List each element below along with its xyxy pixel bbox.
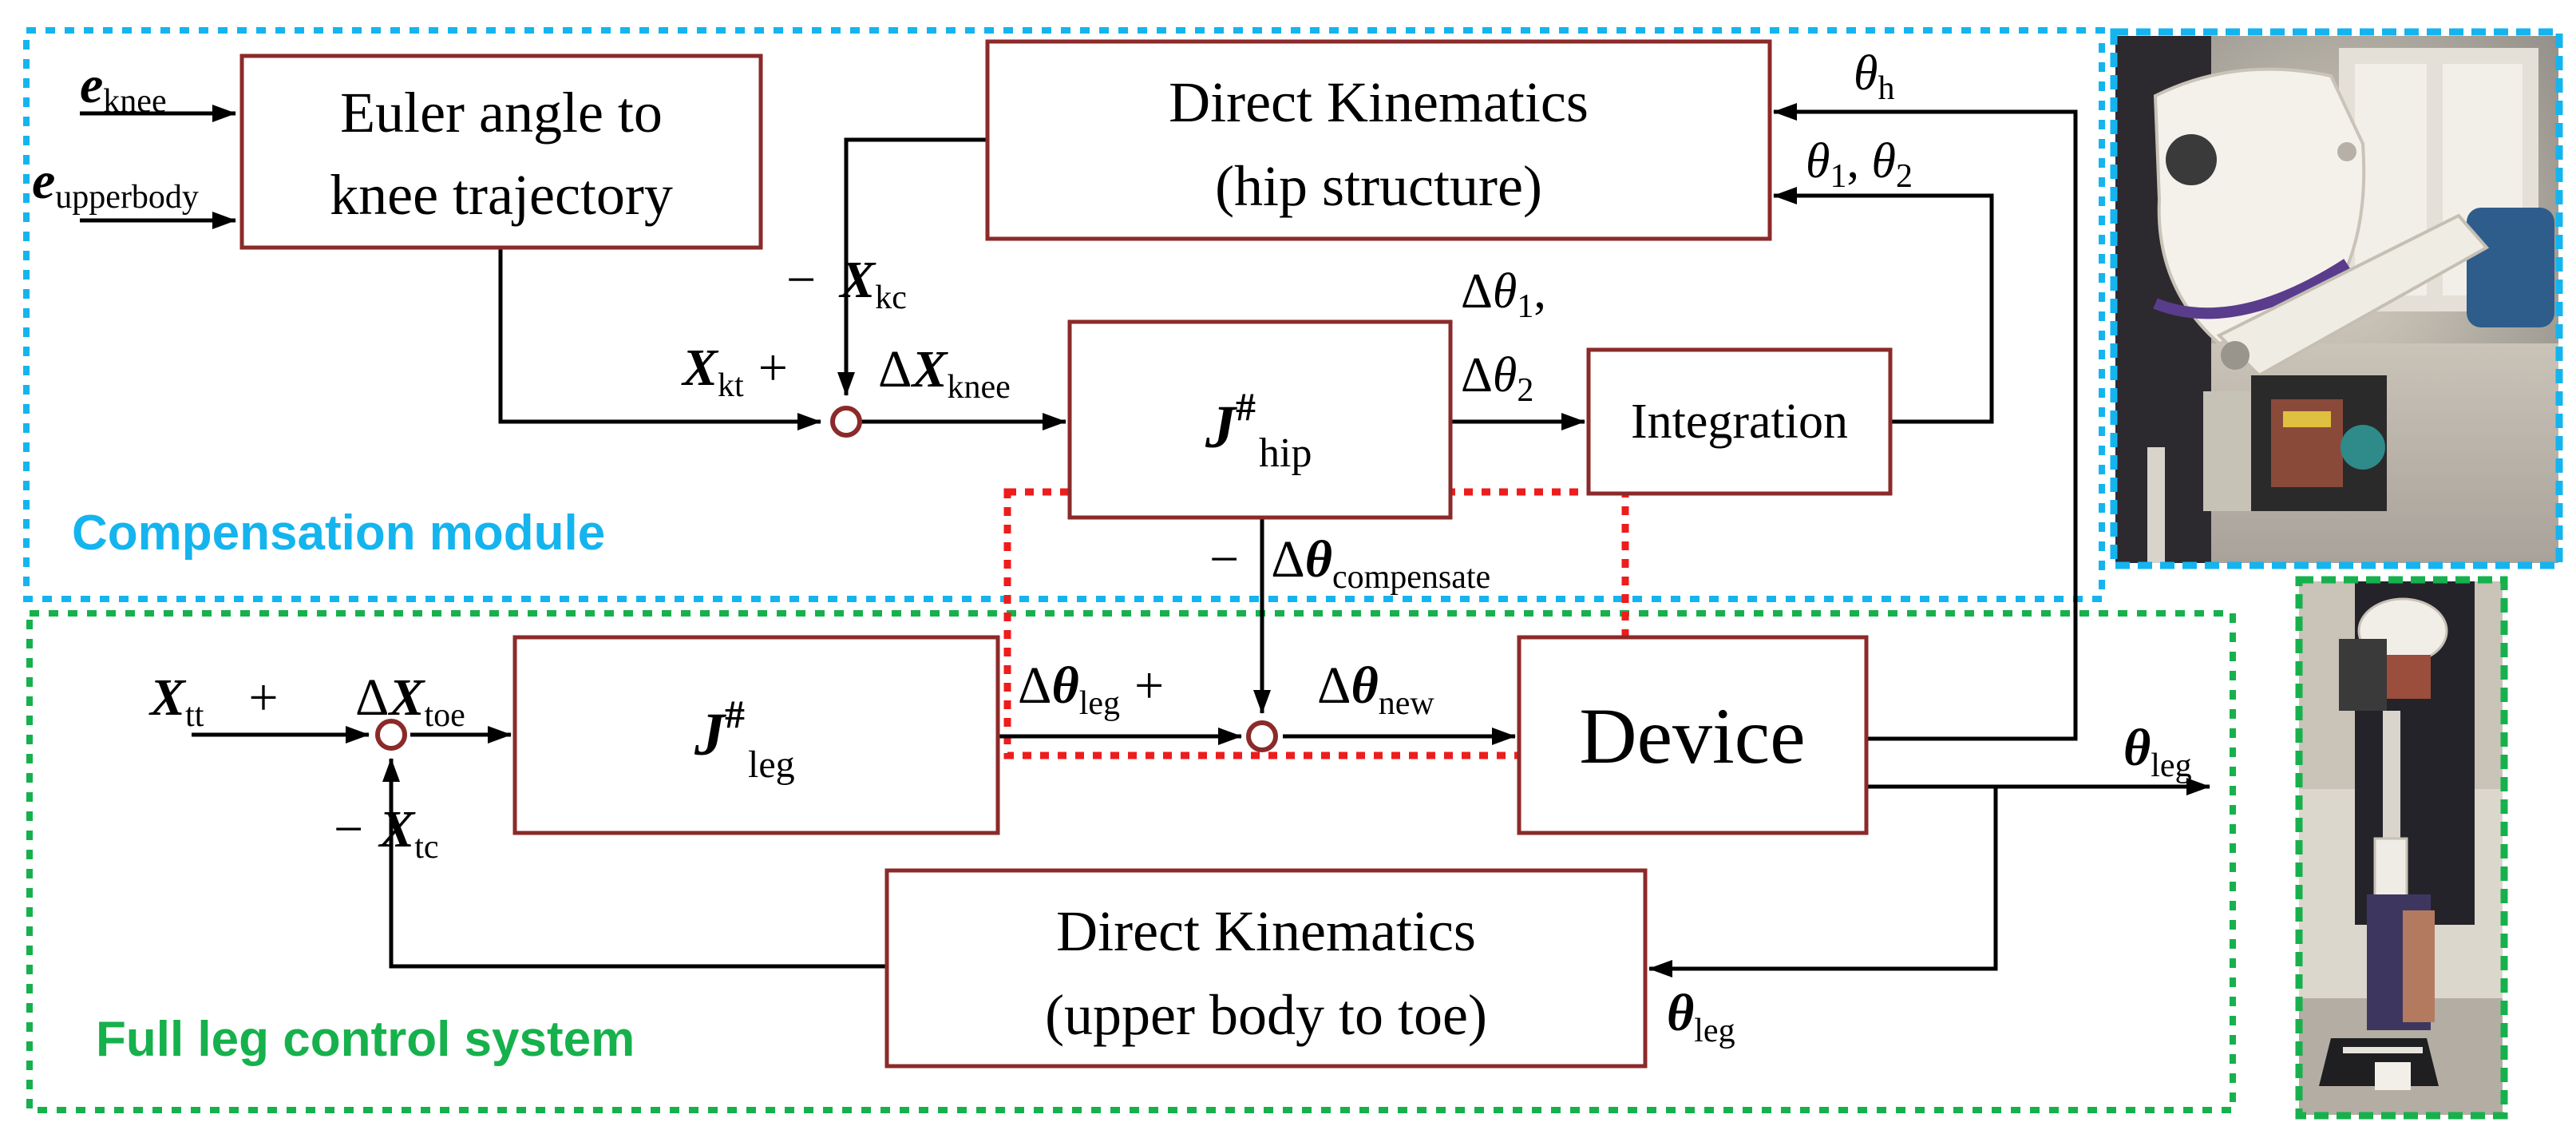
block-device: Device: [1517, 635, 1869, 835]
label-dtheta-2: Δθ2: [1461, 348, 1533, 409]
full-leg-control-label: Full leg control system: [96, 1012, 635, 1067]
label-x-tt: Xtt+: [148, 668, 279, 734]
label-dx-knee: ΔXknee: [878, 340, 1011, 406]
svg-text:J#hip: J#hip: [1205, 384, 1312, 476]
block-euler: Euler angle to knee trajectory: [239, 54, 763, 250]
arrow-output-to-dktoe: [1648, 787, 1998, 977]
compensation-module-frame: [23, 27, 2105, 602]
hip-device-photo-frame: [2110, 28, 2563, 569]
svg-text:knee trajectory: knee trajectory: [330, 163, 673, 227]
svg-text:Integration: Integration: [1631, 395, 1848, 449]
block-j-hip: J#hip: [1067, 319, 1453, 520]
sum-junction-toe: [375, 719, 407, 751]
compensation-module-label: Compensation module: [72, 506, 605, 561]
svg-text:(hip structure): (hip structure): [1215, 154, 1542, 218]
arrow-euler-to-sum: [498, 248, 821, 430]
label-theta-leg-output: θleg: [2123, 719, 2192, 784]
full-leg-device-photo: [2299, 581, 2503, 1115]
block-j-leg: J#leg: [512, 635, 1000, 835]
label-theta-1-2: θ1, θ2: [1806, 134, 1913, 195]
svg-text:(upper body to toe): (upper body to toe): [1045, 983, 1487, 1047]
label-dtheta-1: Δθ1,: [1461, 264, 1546, 325]
label-dtheta-leg: Δθleg+: [1018, 656, 1164, 722]
hip-device-photo: [2115, 36, 2558, 563]
block-dk-hip: Direct Kinematics (hip structure): [985, 39, 1772, 241]
label-dtheta-new: Δθnew: [1317, 656, 1434, 722]
full-leg-device-photo-frame: [2295, 576, 2508, 1120]
svg-text:Direct Kinematics: Direct Kinematics: [1169, 70, 1589, 134]
svg-text:Euler angle to: Euler angle to: [340, 81, 663, 145]
block-integration: Integration: [1586, 347, 1893, 496]
arrow-integration-to-dkhip: [1773, 187, 1994, 424]
arrow-device-to-dkhip: [1773, 103, 2078, 741]
label-e-knee: eknee: [80, 56, 167, 120]
label-e-upperbody: eupperbody: [32, 152, 199, 216]
svg-text:Device: Device: [1579, 692, 1805, 780]
full-leg-control-frame: [26, 610, 2236, 1113]
svg-text:J#leg: J#leg: [694, 692, 795, 786]
label-dx-toe: ΔXtoe: [355, 668, 465, 734]
sum-junction-leg: [1246, 720, 1278, 752]
svg-text:Direct Kinematics: Direct Kinematics: [1056, 899, 1476, 963]
label-x-kt: Xkt+: [681, 339, 788, 404]
arrow-dkhip-to-sum: [837, 137, 987, 396]
label-theta-leg-feedback: θleg: [1667, 984, 1735, 1049]
arrow-dktoe-to-sum3: [382, 758, 887, 969]
label-dtheta-compensate: −Δθcompensate: [1209, 530, 1490, 596]
block-dk-toe: Direct Kinematics (upper body to toe): [884, 868, 1648, 1069]
label-x-tc: −Xtc: [334, 800, 439, 866]
label-theta-h: θh: [1854, 46, 1894, 107]
sum-junction-knee: [830, 406, 862, 438]
label-x-kc: −Xkc: [786, 251, 907, 316]
